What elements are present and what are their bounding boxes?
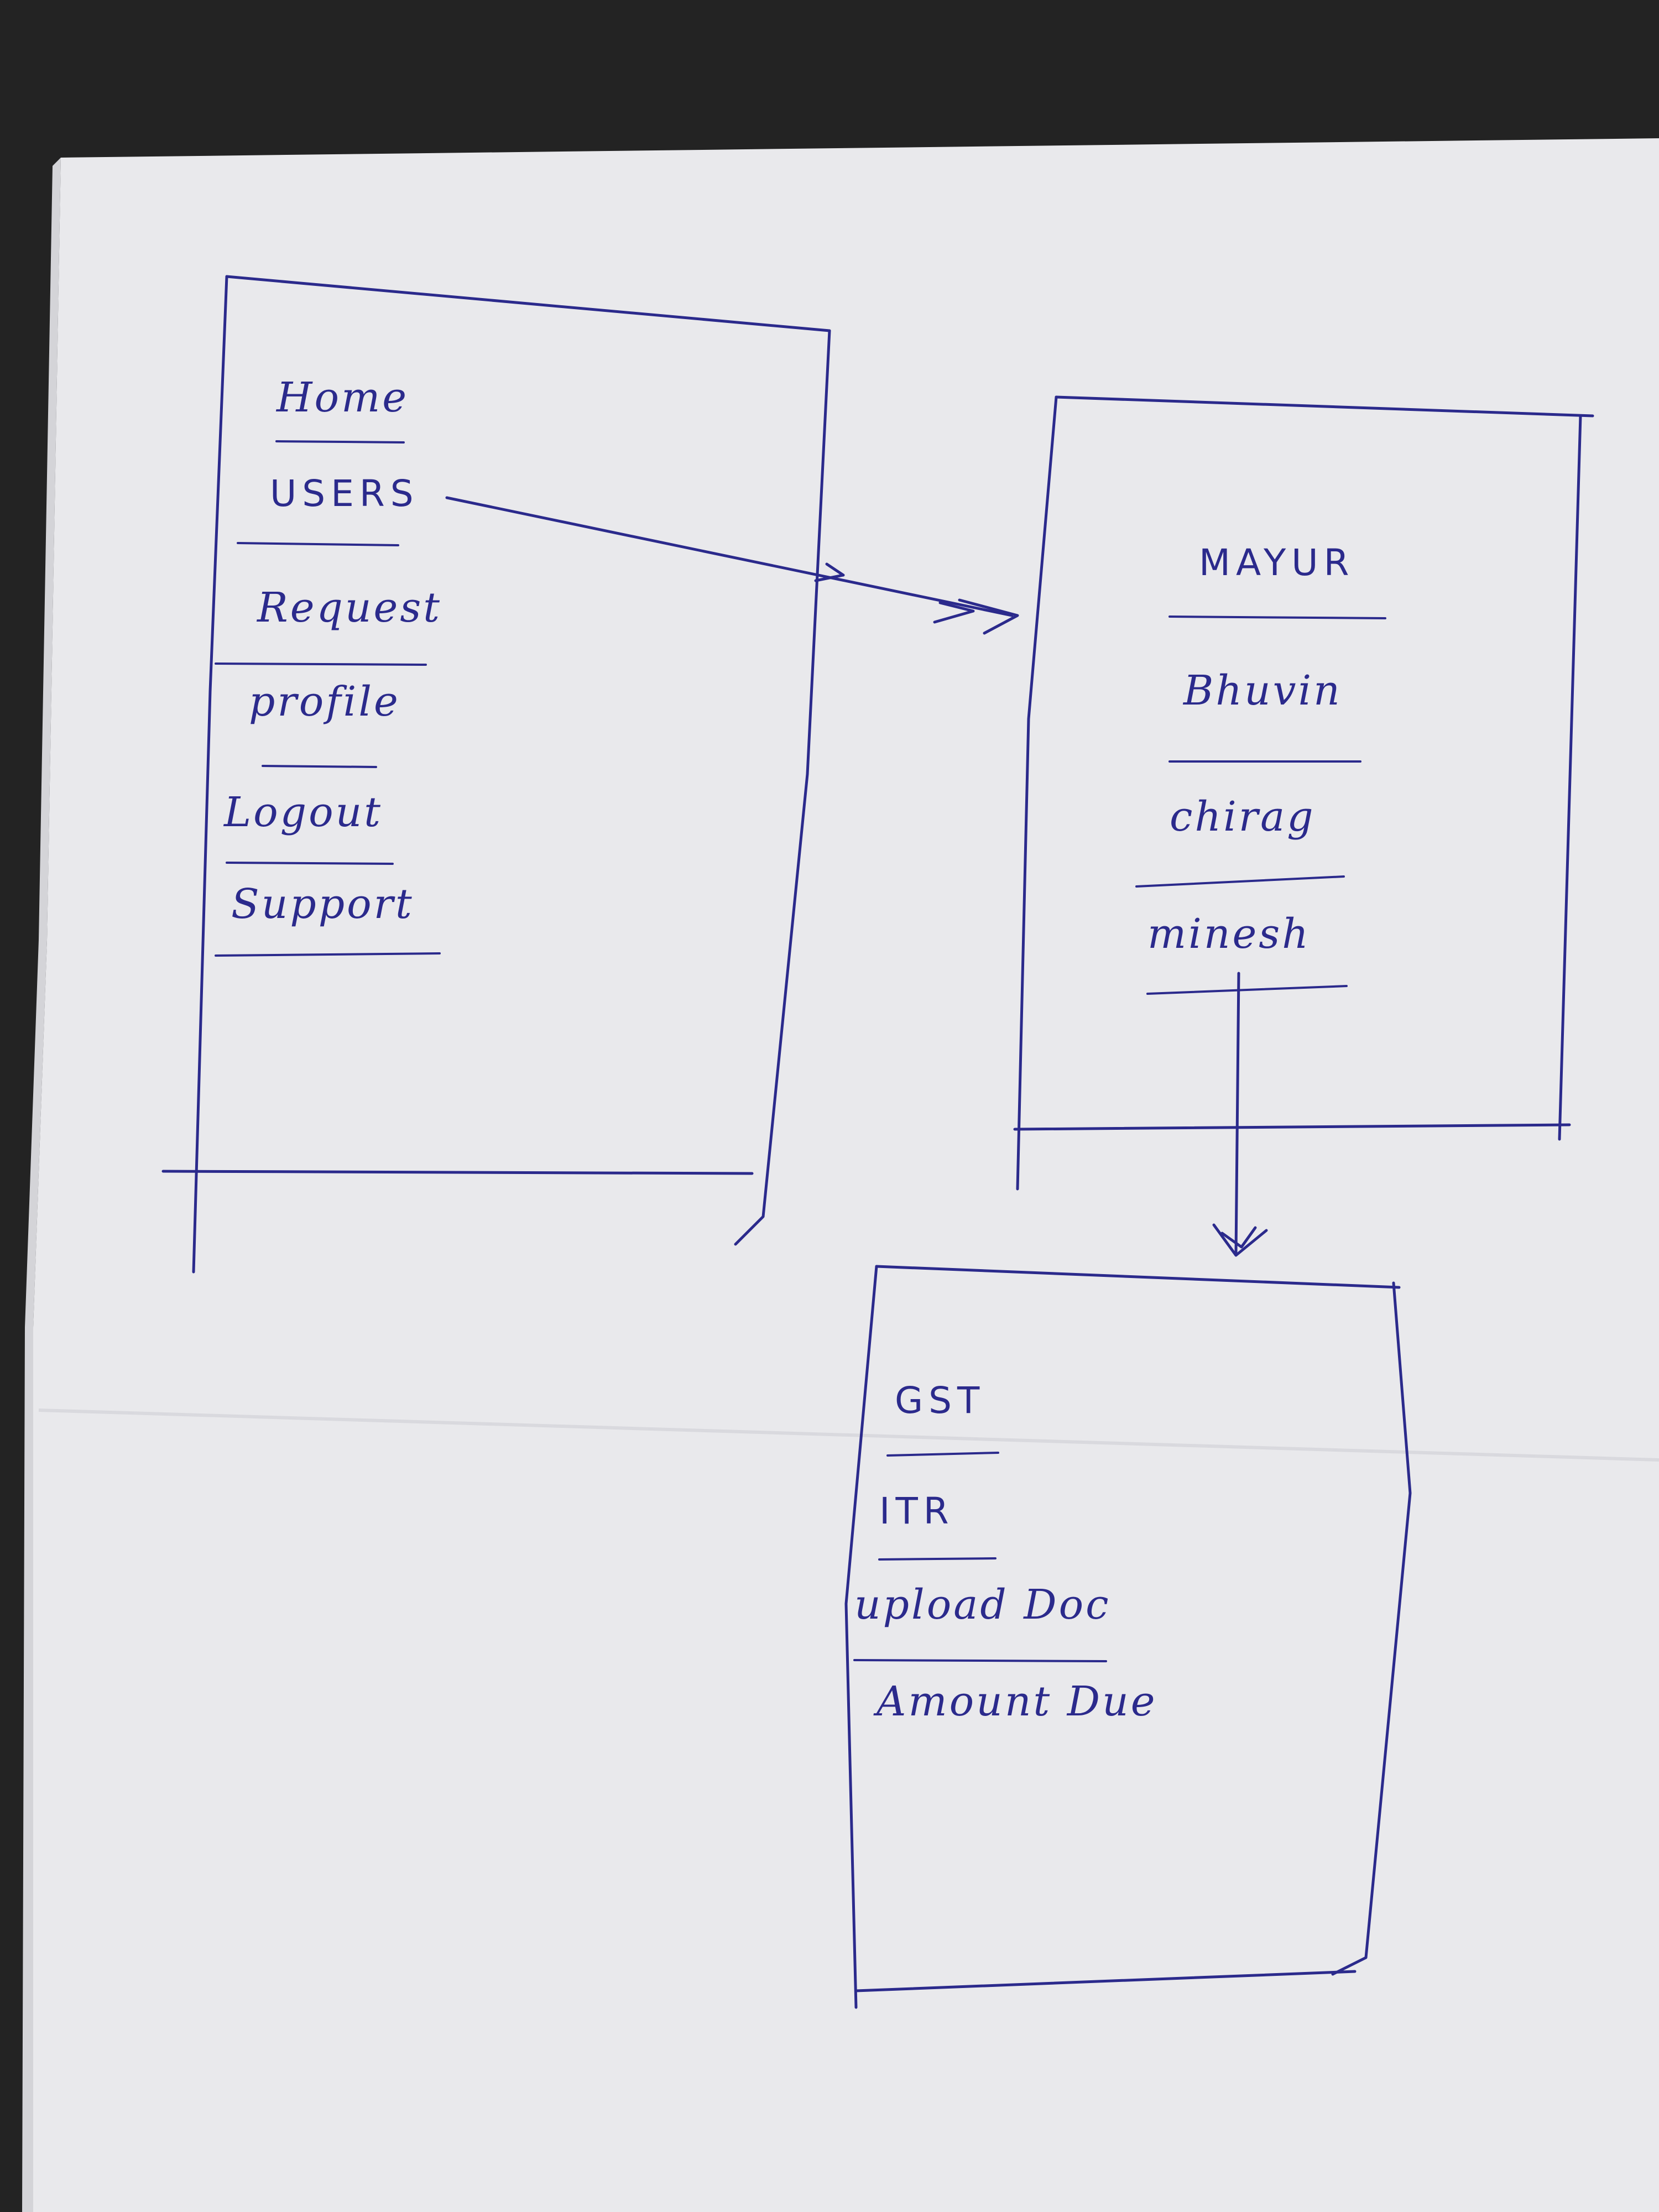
arrow-users-to-users-panel: [445, 496, 1019, 635]
paper-sheet-shape: [33, 138, 1659, 2212]
user-item-bhuvin[interactable]: Bhuvin: [1183, 667, 1342, 714]
user-item-mayur[interactable]: MAYUR: [1199, 541, 1355, 584]
service-item-gst[interactable]: GST: [895, 1379, 985, 1422]
menu-item-support[interactable]: Support: [231, 880, 414, 928]
service-item-upload-doc[interactable]: upload Doc: [854, 1581, 1111, 1629]
users-panel-box: [1013, 395, 1594, 1191]
menu-item-request[interactable]: Request: [257, 584, 442, 632]
user-item-minesh[interactable]: minesh: [1147, 910, 1311, 958]
paper-shadow-edge: [22, 158, 61, 2212]
services-panel-box: [844, 1265, 1412, 2009]
service-item-amount-due[interactable]: Amount Due: [877, 1678, 1157, 1725]
service-item-itr[interactable]: ITR: [879, 1490, 954, 1532]
paper-fold-line: [38, 1408, 1659, 1462]
menu-item-logout[interactable]: Logout: [224, 789, 383, 836]
user-item-chirag[interactable]: chirag: [1170, 793, 1316, 841]
menu-panel-box: [161, 275, 831, 1274]
menu-item-users[interactable]: USERS: [270, 472, 419, 515]
menu-item-profile[interactable]: profile: [249, 678, 400, 726]
arrow-minesh-to-services-panel: [1212, 972, 1268, 1257]
menu-item-home[interactable]: Home: [276, 374, 409, 421]
